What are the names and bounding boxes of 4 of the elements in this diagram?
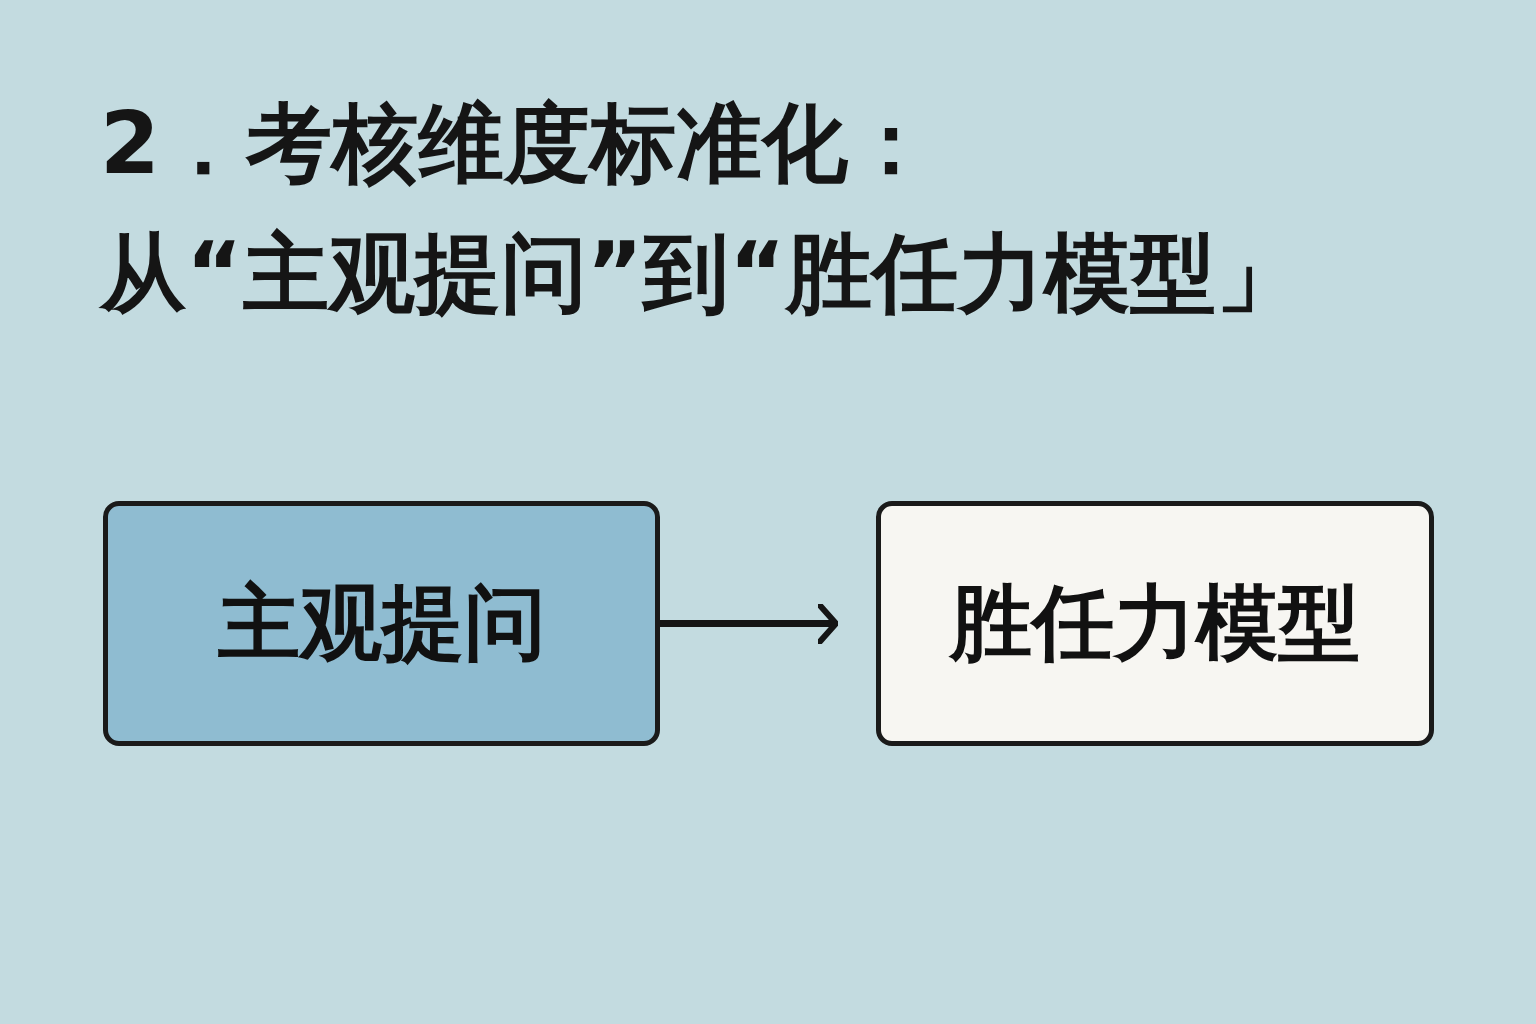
arrow xyxy=(660,602,839,645)
process-box: 胜任力模型 xyxy=(876,501,1434,746)
heading: 2．考核维度标准化：从“主观提问”到“胜任力模型」 xyxy=(100,92,1303,325)
process-box: 主观提问 xyxy=(103,501,660,746)
